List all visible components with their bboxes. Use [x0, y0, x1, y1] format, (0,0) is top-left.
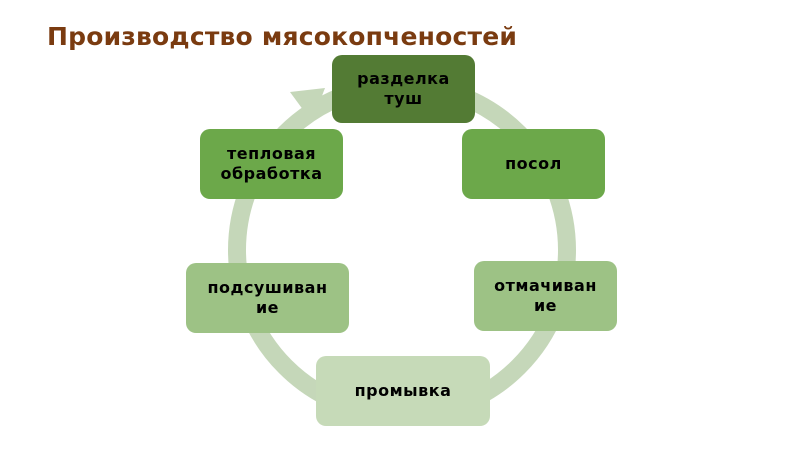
step-label: разделка туш	[357, 69, 450, 108]
step-teplovaya-obrabotka: тепловая обработка	[200, 129, 343, 199]
step-posol: посол	[462, 129, 605, 199]
step-razdelka-tush: разделка туш	[332, 55, 475, 123]
step-label: посол	[505, 154, 562, 173]
step-promyvka: промывка	[316, 356, 490, 426]
step-otmachivanie: отмачиван ие	[474, 261, 617, 331]
step-podsushivanie: подсушиван ие	[186, 263, 349, 333]
step-label: тепловая обработка	[220, 144, 323, 183]
step-label: подсушиван ие	[207, 278, 328, 317]
page-title: Производство мясокопченостей	[47, 22, 518, 51]
step-label: промывка	[354, 381, 452, 400]
step-label: отмачиван ие	[494, 276, 597, 315]
